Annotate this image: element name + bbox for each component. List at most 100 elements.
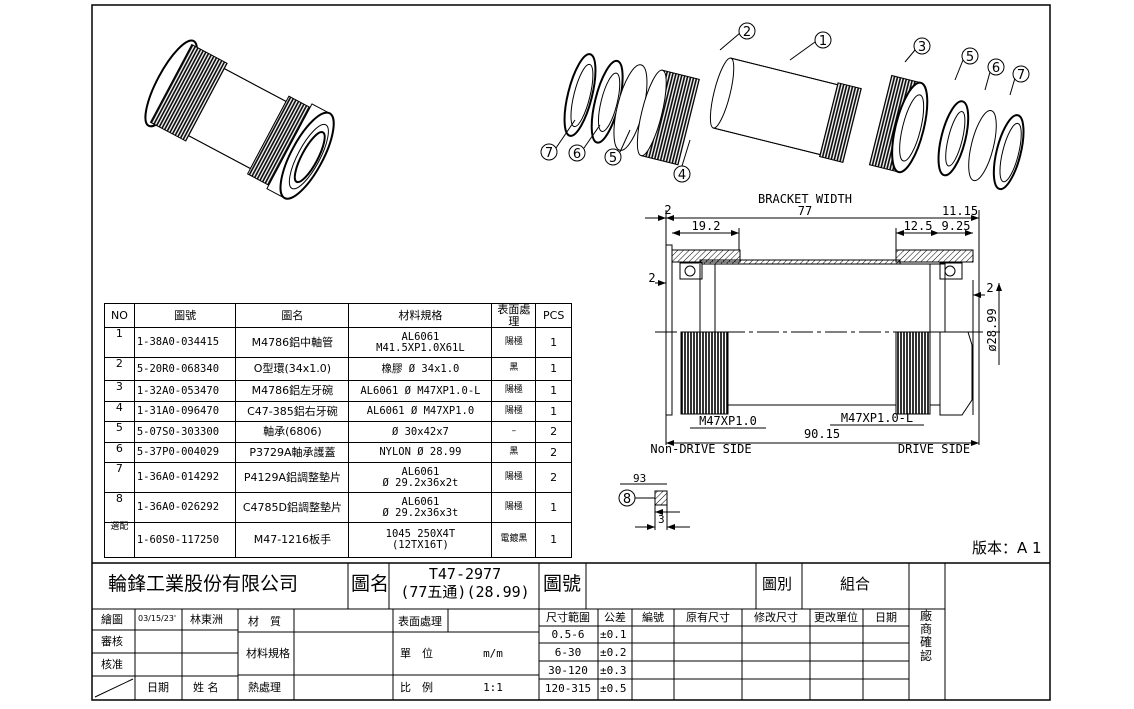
cell-part-no: 1-38A0-034415 bbox=[133, 327, 237, 359]
tolerance-header: 編號 bbox=[642, 611, 664, 624]
svg-text:7: 7 bbox=[545, 146, 553, 161]
drawn-date: 03/15/23' bbox=[138, 614, 177, 623]
cell-name: O型環(34x1.0) bbox=[235, 357, 350, 382]
balloon-7: 7 bbox=[540, 143, 558, 161]
bracket-width-value: 77 bbox=[798, 204, 812, 218]
unit-value: m/m bbox=[483, 647, 503, 660]
scale-value: 1:1 bbox=[483, 681, 503, 694]
balloon-2: 2 bbox=[738, 22, 756, 40]
cell-finish: 陽極 bbox=[491, 462, 537, 494]
svg-text:2: 2 bbox=[648, 271, 655, 285]
svg-text:6: 6 bbox=[992, 61, 1000, 76]
unit-label: 單 位 bbox=[400, 647, 433, 660]
svg-text:2: 2 bbox=[986, 281, 993, 295]
svg-text:3: 3 bbox=[918, 40, 926, 55]
balloon-5: 5 bbox=[961, 47, 979, 65]
svg-text:5: 5 bbox=[966, 50, 974, 65]
column-header: PCS bbox=[535, 302, 572, 329]
cell-finish: 電鍍黑 bbox=[491, 522, 537, 559]
svg-text:8: 8 bbox=[623, 492, 631, 507]
tolerance-header: 原有尺寸 bbox=[686, 611, 730, 624]
scale-label: 比 例 bbox=[400, 681, 433, 694]
company-name: 輪鋒工業股份有限公司 bbox=[108, 573, 299, 595]
material-label: 材 質 bbox=[248, 615, 281, 628]
cell-material: AL6061 Ø 29.2x36x3t bbox=[348, 492, 493, 524]
tolerance-range: 30-120 bbox=[548, 664, 588, 677]
svg-text:1: 1 bbox=[819, 34, 827, 49]
cell-material: AL6061 Ø M47XP1.0-L bbox=[348, 380, 493, 403]
material-spec-label: 材料規格 bbox=[246, 647, 290, 660]
drawing-name-label: 圖名 bbox=[351, 573, 390, 595]
bracket-width-label: BRACKET WIDTH bbox=[758, 192, 852, 206]
exploded-view bbox=[563, 53, 1025, 191]
svg-text:7: 7 bbox=[1017, 68, 1025, 83]
cell-finish: 陽極 bbox=[491, 380, 537, 403]
tolerance-value: ±0.5 bbox=[600, 682, 627, 695]
cell-pcs: 1 bbox=[535, 357, 572, 382]
tolerance-header: 日期 bbox=[875, 611, 897, 624]
cell-part-no: 5-20R0-068340 bbox=[133, 357, 237, 382]
svg-text:12.5: 12.5 bbox=[904, 219, 933, 233]
cell-part-no: 1-36A0-026292 bbox=[133, 492, 237, 524]
tolerance-header: 修改尺寸 bbox=[754, 611, 798, 624]
category-value: 組合 bbox=[839, 575, 871, 593]
cell-material: Ø 30x42x7 bbox=[348, 421, 493, 444]
cell-no: 8 bbox=[104, 492, 135, 524]
drawing-name-line1: T47-2977 bbox=[428, 565, 502, 583]
svg-text:93: 93 bbox=[633, 472, 646, 485]
thread-right-label: M47XP1.0-L bbox=[841, 411, 913, 425]
approve-label: 核准 bbox=[101, 658, 123, 671]
cell-part-no: 1-32A0-053470 bbox=[133, 380, 237, 403]
cell-name: M4786鋁左牙碗 bbox=[235, 380, 350, 403]
tolerance-range: 120-315 bbox=[544, 682, 592, 695]
column-header: 圖名 bbox=[235, 302, 350, 329]
cell-part-no: 5-07S0-303300 bbox=[133, 421, 237, 444]
cell-material: 1045 250X4T (12TX16T) bbox=[348, 522, 493, 559]
cell-name: C4785D鋁調整墊片 bbox=[235, 492, 350, 524]
part-balloons: 1 2 3 5 6 7 7 6 5 4 8 bbox=[540, 22, 1030, 507]
cell-no: 6 bbox=[104, 442, 135, 464]
tolerance-header: 更改單位 bbox=[814, 611, 858, 624]
heat-treatment-label: 熱處理 bbox=[248, 681, 281, 694]
drawn-by: 林東洲 bbox=[190, 613, 223, 626]
balloon-7: 7 bbox=[1012, 65, 1030, 83]
assembled-bottom-bracket-view bbox=[144, 39, 335, 200]
cell-part-no: 1-60S0-117250 bbox=[133, 522, 237, 559]
tolerance-header: 公差 bbox=[604, 611, 626, 624]
date-label: 日期 bbox=[147, 681, 169, 694]
cell-pcs: 1 bbox=[535, 522, 572, 559]
svg-text:11.15: 11.15 bbox=[942, 204, 978, 218]
drawn-label: 繪圖 bbox=[101, 613, 123, 626]
cell-finish: 黑 bbox=[491, 442, 537, 464]
svg-text:2: 2 bbox=[743, 25, 751, 40]
cell-pcs: 1 bbox=[535, 401, 572, 423]
balloon-6: 6 bbox=[568, 144, 586, 162]
cell-name: M4786鋁中軸管 bbox=[235, 327, 350, 359]
tolerance-header: 尺寸範圍 bbox=[546, 611, 590, 624]
svg-text:4: 4 bbox=[678, 168, 686, 183]
cell-no: 選配 bbox=[104, 522, 135, 559]
title-block-grid bbox=[92, 563, 946, 700]
section-view bbox=[645, 210, 1002, 446]
column-header: 表面處理 bbox=[491, 302, 537, 329]
cell-finish: 陽極 bbox=[491, 492, 537, 524]
tolerance-value: ±0.2 bbox=[600, 646, 627, 659]
drawing-name-line2: (77五通)(28.99) bbox=[400, 583, 530, 601]
cell-finish: 黑 bbox=[491, 357, 537, 382]
cell-pcs: 1 bbox=[535, 492, 572, 524]
balloon-4: 4 bbox=[673, 165, 691, 183]
vendor-confirm-label: 廠商確認 bbox=[920, 609, 933, 663]
cell-material: 橡膠 Ø 34x1.0 bbox=[348, 357, 493, 382]
cell-no: 7 bbox=[104, 462, 135, 494]
category-label: 圖別 bbox=[762, 575, 793, 593]
cell-pcs: 2 bbox=[535, 421, 572, 444]
name-label: 姓 名 bbox=[193, 681, 219, 694]
section-dimension-labels: BRACKET WIDTH 77 2 19.2 12.5 9.25 11.15 … bbox=[648, 192, 999, 456]
svg-text:3: 3 bbox=[658, 513, 665, 526]
